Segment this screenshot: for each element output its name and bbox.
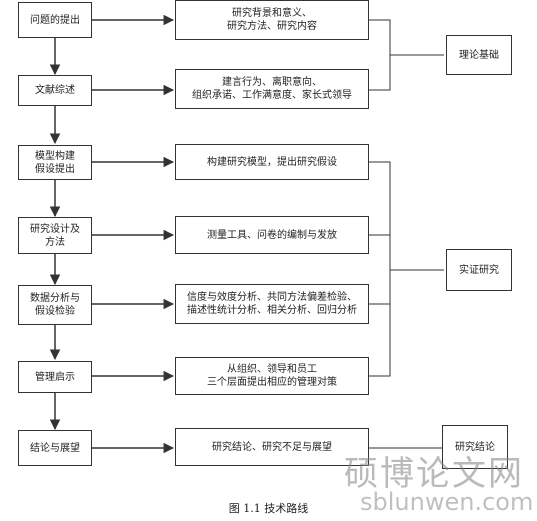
step-model-hypothesis: 模型构建 假设提出	[18, 145, 92, 180]
step-data-analysis: 数据分析与 假设检验	[18, 285, 92, 325]
bracket-theory	[369, 19, 391, 91]
bracket-empirical	[369, 161, 391, 377]
category-conclusion: 研究结论	[442, 425, 508, 469]
detail-analysis: 信度与效度分析、共同方法偏差检验、 描述性统计分析、相关分析、回归分析	[175, 284, 369, 324]
figure-caption: 图 1.1 技术路线	[228, 502, 309, 515]
watermark: 硕博论文网 sblunwen.com	[344, 446, 534, 516]
detail-instruments: 测量工具、问卷的编制与发放	[175, 216, 369, 254]
category-empirical: 实证研究	[446, 249, 512, 291]
step-literature-review: 文献综述	[18, 75, 92, 106]
watermark-url: sblunwen.com	[360, 488, 534, 516]
step-research-design: 研究设计及 方法	[18, 217, 92, 254]
step-problem: 问题的提出	[18, 2, 92, 38]
detail-model: 构建研究模型，提出研究假设	[175, 144, 369, 180]
detail-implications: 从组织、领导和员工 三个层面提出相应的管理对策	[175, 357, 369, 395]
category-theory: 理论基础	[446, 35, 512, 75]
step-management: 管理启示	[18, 361, 92, 393]
watermark-chinese: 硕博论文网	[344, 454, 524, 494]
step-conclusion: 结论与展望	[18, 430, 92, 466]
detail-conclusion: 研究结论、研究不足与展望	[175, 428, 369, 466]
detail-variables: 建言行为、离职意向、 组织承诺、工作满意度、家长式领导	[175, 69, 369, 109]
detail-background: 研究背景和意义、 研究方法、研究内容	[175, 0, 369, 40]
